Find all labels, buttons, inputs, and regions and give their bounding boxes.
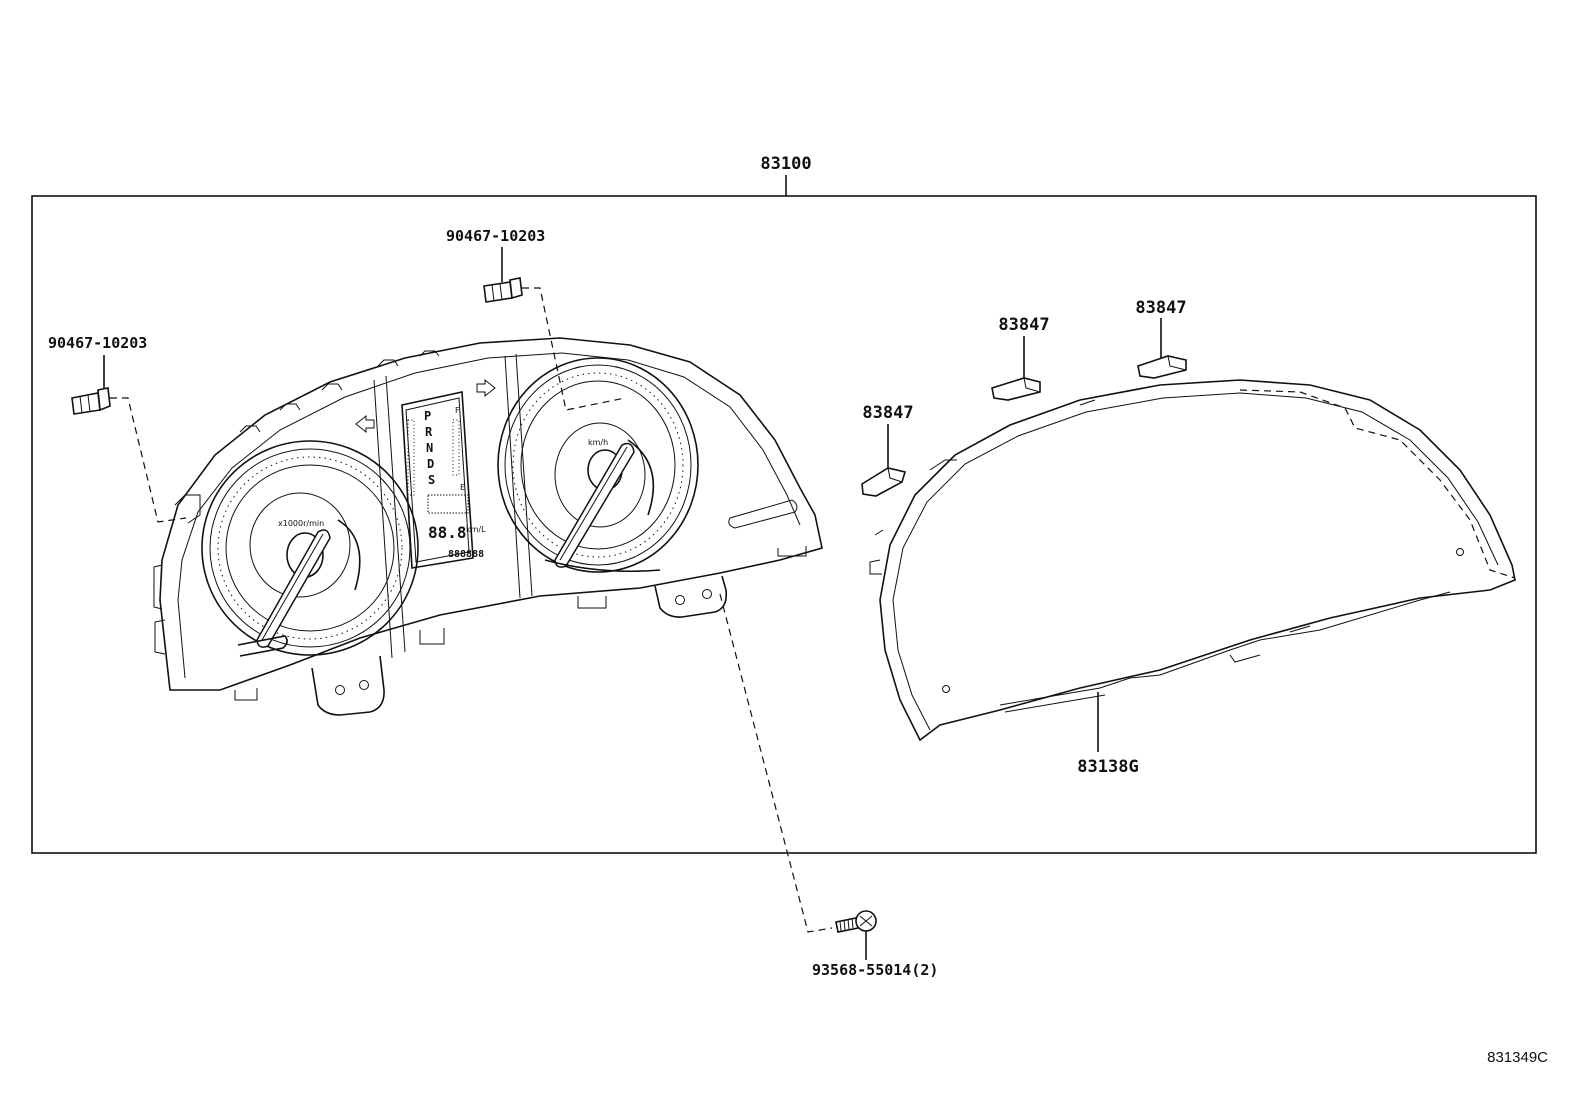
economy-unit-label: km/L [466,525,486,534]
callout-clip-3: 83847 [1135,298,1186,318]
gear-indicator: P R N D S [424,409,435,487]
fuel-empty-label: E [460,483,465,492]
clip-1[interactable] [861,467,907,497]
meter-housing [159,337,823,691]
svg-text:P: P [424,409,431,423]
svg-text:S: S [428,473,435,487]
combination-meter: x1000r/min P R N D S F E [153,337,823,716]
speed-needle [554,442,635,568]
mount-tab-left [311,655,385,716]
svg-text:N: N [426,441,433,455]
screw[interactable] [835,910,877,933]
svg-text:R: R [425,425,433,439]
callout-bulb-top: 90467-10203 [446,227,545,245]
callout-screw: 93568-55014(2) [812,961,938,979]
bulb-socket-left[interactable] [71,387,111,415]
fuel-economy-readout: 88.8 [428,523,467,542]
odometer-readout: 888888 [448,549,484,560]
clip-3[interactable] [1137,355,1187,379]
tach-unit-label: x1000r/min [278,519,324,528]
clip-2[interactable] [991,377,1041,401]
turn-right-arrow-icon [476,378,496,398]
figure-reference: 831349C [1487,1049,1548,1066]
center-display: P R N D S F E 88.8 km/L 888888 [373,353,533,659]
callout-clip-1: 83847 [862,403,913,423]
speedometer: km/h [497,357,699,573]
tachometer: x1000r/min [201,440,419,657]
callout-assembly[interactable]: 83100 [760,154,812,196]
callout-bulb-left: 90467-10203 [48,334,147,352]
callout-assembly-label: 83100 [760,154,811,174]
fuel-full-label: F [455,406,460,415]
bulb-socket-top[interactable] [483,277,523,303]
speed-unit-label: km/h [588,438,608,447]
meter-glass[interactable] [869,379,1516,742]
svg-text:D: D [427,457,434,471]
turn-left-arrow-icon [355,414,375,434]
callout-clip-2: 83847 [998,315,1049,335]
callout-glass: 83138G [1077,757,1138,777]
mount-tab-right [654,575,728,618]
assembly-frame [31,195,1537,854]
